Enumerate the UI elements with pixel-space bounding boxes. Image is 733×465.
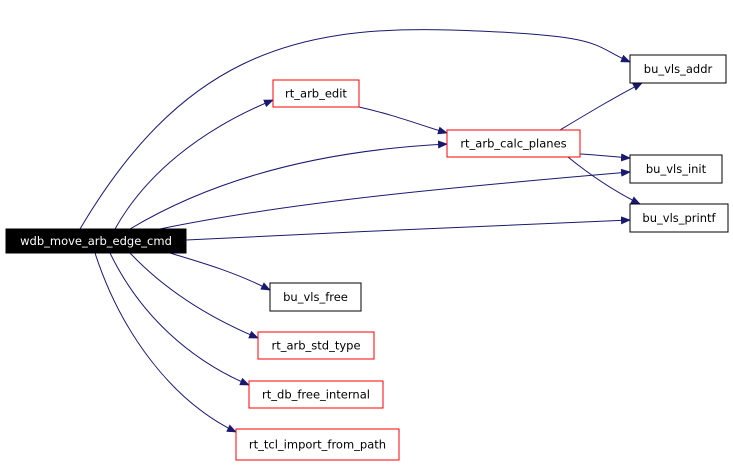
node-rt_db_free_internal[interactable]: rt_db_free_internal bbox=[248, 380, 384, 409]
edge-rt_arb_calc_planes-to-bu_vls_init bbox=[579, 153, 631, 162]
edge-root-to-rt_db_free_internal bbox=[109, 252, 250, 386]
node-label: bu_vls_addr bbox=[644, 62, 713, 76]
node-label: bu_vls_init bbox=[646, 162, 707, 176]
node-label: wdb_move_arb_edge_cmd bbox=[20, 234, 172, 248]
node-label: rt_arb_std_type bbox=[271, 339, 360, 353]
node-box bbox=[257, 331, 375, 360]
node-label: rt_db_free_internal bbox=[262, 388, 370, 402]
node-label: rt_arb_edit bbox=[285, 87, 347, 101]
node-box bbox=[5, 228, 187, 254]
root-node: wdb_move_arb_edge_cmd bbox=[5, 228, 187, 254]
edge-root-to-rt_arb_calc_planes bbox=[129, 140, 448, 230]
nodes: wdb_move_arb_edge_cmd bu_vls_addr rt_arb_e… bbox=[5, 54, 729, 461]
edge-root-to-rt_arb_edit bbox=[114, 99, 274, 230]
node-box bbox=[272, 79, 360, 108]
edge-root-to-bu_vls_free bbox=[169, 252, 271, 291]
node-box bbox=[269, 282, 362, 312]
edge-rt_arb_calc_planes-to-bu_vls_printf bbox=[567, 156, 641, 205]
node-rt_arb_edit[interactable]: rt_arb_edit bbox=[272, 79, 360, 108]
edge-root-to-bu_vls_addr bbox=[79, 29, 631, 230]
node-rt_arb_calc_planes[interactable]: rt_arb_calc_planes bbox=[446, 129, 581, 158]
node-label: bu_vls_printf bbox=[642, 211, 716, 225]
edge-rt_arb_calc_planes-to-bu_vls_addr bbox=[559, 82, 643, 131]
node-bu_vls_printf[interactable]: bu_vls_printf bbox=[629, 203, 729, 233]
node-bu_vls_init[interactable]: bu_vls_init bbox=[629, 154, 723, 184]
node-label: rt_arb_calc_planes bbox=[460, 137, 566, 151]
node-box bbox=[248, 380, 384, 409]
node-label: rt_tcl_import_from_path bbox=[249, 438, 386, 452]
edge-root-to-rt_tcl_import_from_path bbox=[94, 252, 237, 433]
edges bbox=[79, 29, 643, 433]
node-box bbox=[235, 428, 400, 461]
node-box bbox=[629, 203, 729, 233]
node-box bbox=[629, 154, 723, 184]
edge-root-to-bu_vls_init bbox=[159, 168, 631, 230]
node-label: bu_vls_free bbox=[283, 290, 348, 304]
node-box bbox=[446, 129, 581, 158]
node-rt_arb_std_type[interactable]: rt_arb_std_type bbox=[257, 331, 375, 360]
node-bu_vls_addr[interactable]: bu_vls_addr bbox=[629, 54, 727, 84]
node-rt_tcl_import_from_path[interactable]: rt_tcl_import_from_path bbox=[235, 428, 400, 461]
node-box bbox=[629, 54, 727, 84]
edge-root-to-rt_arb_std_type bbox=[129, 252, 259, 339]
edge-rt_arb_edit-to-rt_arb_calc_planes bbox=[358, 106, 448, 135]
node-bu_vls_free[interactable]: bu_vls_free bbox=[269, 282, 362, 312]
edge-root-to-bu_vls_printf bbox=[185, 216, 631, 241]
